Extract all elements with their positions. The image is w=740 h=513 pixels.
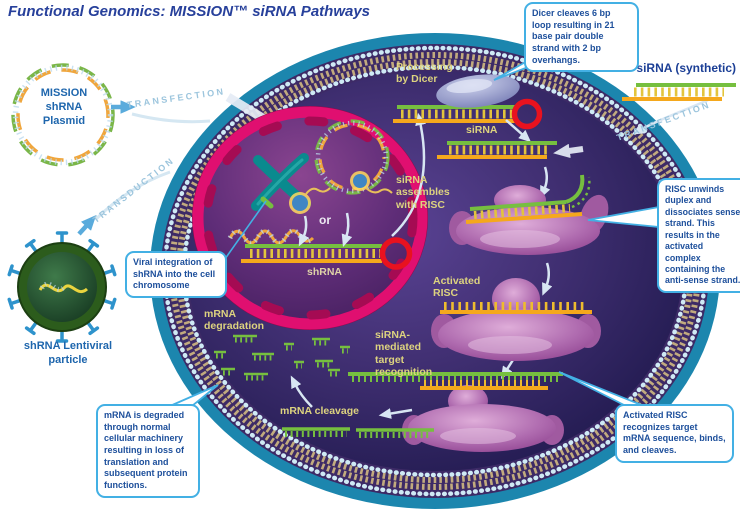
lentiviral-label: shRNA Lentiviral particle — [23, 340, 113, 366]
sirna-entry-arrow — [553, 143, 584, 159]
duplex-on-risc — [465, 174, 591, 224]
viral-rna — [38, 283, 89, 294]
tail-viral-integration — [219, 200, 267, 267]
shrna-label: shRNA — [307, 266, 343, 278]
activated-risc-label: Activated RISC — [433, 275, 481, 300]
hairpin-loop — [379, 237, 413, 270]
title-product: MISSION™ siRNA Pathways — [165, 3, 371, 20]
risc-assembly-complex — [449, 174, 609, 255]
route-arrows — [77, 100, 211, 236]
activated-risc-complex — [431, 278, 601, 361]
mrna-bound — [348, 372, 563, 390]
processing-by-dicer-label: Processing by Dicer — [396, 61, 453, 86]
mrna-fragments — [214, 334, 350, 381]
sirna-label: siRNA — [466, 124, 498, 136]
callout-dicer: Dicer cleaves 6 bp loop resulting in 21 … — [524, 2, 639, 73]
callout-mrna-degraded: mRNA is degraded through normal cellular… — [96, 404, 200, 498]
synthetic-sirna-duplex — [622, 83, 736, 101]
plasmid-label: MISSION shRNA Plasmid — [40, 87, 88, 127]
dicer-enzyme — [436, 74, 520, 108]
rna-polymerase — [292, 195, 308, 211]
title-prefix: Functional Genomics: — [8, 3, 166, 20]
nucleus — [192, 106, 428, 330]
viral-spikes — [7, 231, 117, 343]
shrna-lentiviral-particle — [7, 231, 117, 343]
callout-activated-risc: Activated RISC recognizes target mRNA se… — [615, 404, 734, 463]
pathway-arrows-right — [290, 98, 709, 419]
cleaved-mrna — [282, 427, 434, 438]
transfection-right-arrow — [631, 98, 709, 135]
page-title: Functional Genomics: MISSION™ siRNA Path… — [8, 3, 370, 20]
shrna-processing-strand — [393, 98, 543, 130]
sirna-synthetic-label: siRNA (synthetic) — [636, 61, 736, 75]
rna-polymerase — [353, 174, 367, 188]
loop-being-cleaved — [511, 98, 543, 130]
callout-viral-integration: Viral integration of shRNA into the cell… — [125, 251, 227, 299]
nuclear-plasmid — [314, 119, 393, 195]
pathway-arrows-nucleus — [298, 112, 427, 248]
sirna-assembles-label: siRNA assembles with RISC — [396, 174, 450, 211]
mrna-cleavage-label: mRNA cleavage — [280, 405, 359, 417]
chromosomal-dna — [227, 187, 331, 246]
target-recognition-label: siRNA- mediated target recognition — [375, 329, 433, 379]
callout-risc-unwinds: RISC unwinds duplex and dissociates sens… — [657, 178, 740, 293]
mrna-degradation-label: mRNA degradation — [204, 308, 265, 333]
export-arrow — [391, 112, 427, 237]
antisense-strand — [440, 302, 592, 314]
or-label: or — [319, 213, 331, 227]
sirna-duplex — [437, 141, 557, 159]
shrna-hairpin — [241, 237, 413, 270]
sense-strand-dissociating — [565, 174, 585, 204]
target-recognition-complex — [348, 372, 564, 452]
shrna-insert-site — [260, 196, 274, 209]
mission-shrna-plasmid — [11, 63, 115, 167]
nuclear-pores — [202, 116, 418, 320]
